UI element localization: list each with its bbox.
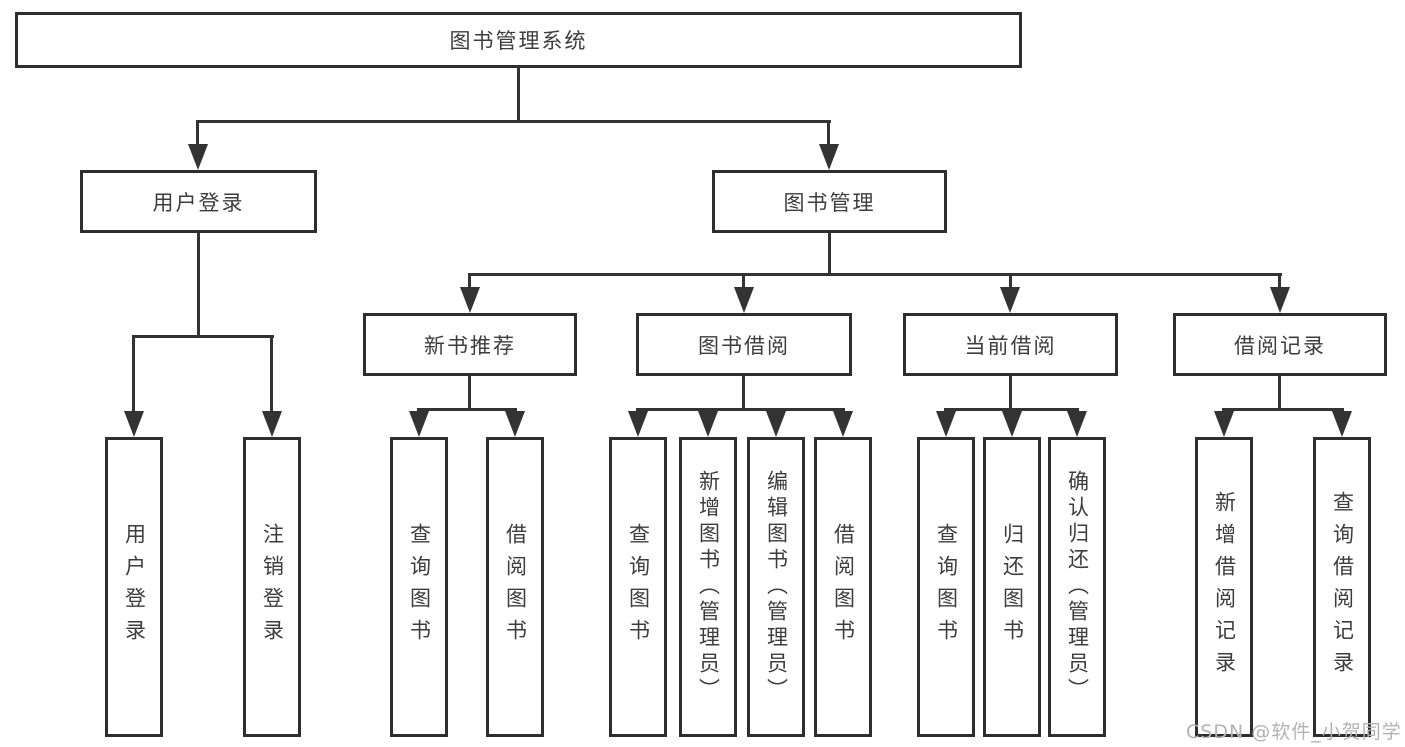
connector-shaft-current-borrow (1009, 273, 1012, 289)
node-borrowing-records: 借阅记录 (1173, 313, 1387, 376)
connector-shaft-new-book (468, 273, 471, 289)
leaf-edit-books-admin: 编辑图书（管理员） (747, 437, 805, 737)
leaf-query-books: 查询图书 (917, 437, 975, 737)
node-user-login: 用户登录 (80, 170, 317, 233)
node-current-borrowing: 当前借阅 (903, 313, 1118, 376)
connector-trunk (1009, 376, 1012, 411)
leaf-query-books: 查询图书 (390, 437, 448, 737)
arrow-down-icon (833, 411, 853, 437)
arrow-down-icon (124, 411, 144, 437)
leaf-user-login: 用户登录 (105, 437, 163, 737)
leaf-borrow-books: 借阅图书 (486, 437, 544, 737)
arrow-down-icon (766, 411, 786, 437)
leaf-query-borrow-record: 查询借阅记录 (1313, 437, 1371, 737)
arrow-down-icon (460, 287, 480, 313)
leaf-logout: 注销登录 (243, 437, 301, 737)
arrow-down-icon (409, 411, 429, 437)
connector-shaft-book-borrow (742, 273, 745, 289)
arrow-down-icon (188, 144, 208, 170)
connector-level3-bus (468, 273, 1282, 276)
connector-user-login-bus (132, 335, 274, 338)
connector-bus (417, 408, 517, 411)
arrow-down-icon (1214, 411, 1234, 437)
node-new-book-recommendation: 新书推荐 (363, 313, 577, 376)
connector-book-management-trunk (828, 233, 831, 276)
leaf-add-borrow-record: 新增借阅记录 (1195, 437, 1253, 737)
arrow-down-icon (1002, 411, 1022, 437)
connector-bus (1222, 408, 1344, 411)
arrow-down-icon (1270, 287, 1290, 313)
arrow-down-icon (734, 287, 754, 313)
leaf-query-books: 查询图书 (609, 437, 667, 737)
connector-trunk (742, 376, 745, 411)
arrow-down-icon (1067, 411, 1087, 437)
connector-root-bus (196, 120, 831, 123)
leaf-return-books: 归还图书 (983, 437, 1041, 737)
node-book-borrowing: 图书借阅 (636, 313, 852, 376)
node-root-library-management-system: 图书管理系统 (15, 12, 1022, 68)
connector-shaft-borrow-record (1278, 273, 1281, 289)
connector-shaft-login-leaf (132, 335, 135, 413)
connector-user-login-trunk (197, 233, 200, 338)
connector-trunk (1278, 376, 1281, 411)
connector-bus (944, 408, 1079, 411)
arrow-down-icon (1332, 411, 1352, 437)
connector-bus (636, 408, 845, 411)
node-book-management: 图书管理 (712, 170, 947, 233)
leaf-confirm-return-admin: 确认归还（管理员） (1048, 437, 1106, 737)
connector-shaft-logout-leaf (270, 335, 273, 413)
connector-shaft-user-login (196, 120, 199, 146)
arrow-down-icon (262, 411, 282, 437)
connector-trunk (468, 376, 471, 411)
leaf-add-books-admin: 新增图书（管理员） (679, 437, 737, 737)
arrow-down-icon (698, 411, 718, 437)
arrow-down-icon (936, 411, 956, 437)
watermark: CSDN @软件_小贺同学 (1186, 721, 1402, 743)
arrow-down-icon (628, 411, 648, 437)
leaf-borrow-books: 借阅图书 (814, 437, 872, 737)
arrow-down-icon (1000, 287, 1020, 313)
arrow-down-icon (505, 411, 525, 437)
connector-shaft-book-management (827, 120, 830, 146)
arrow-down-icon (819, 144, 839, 170)
connector-root-trunk (517, 68, 520, 123)
